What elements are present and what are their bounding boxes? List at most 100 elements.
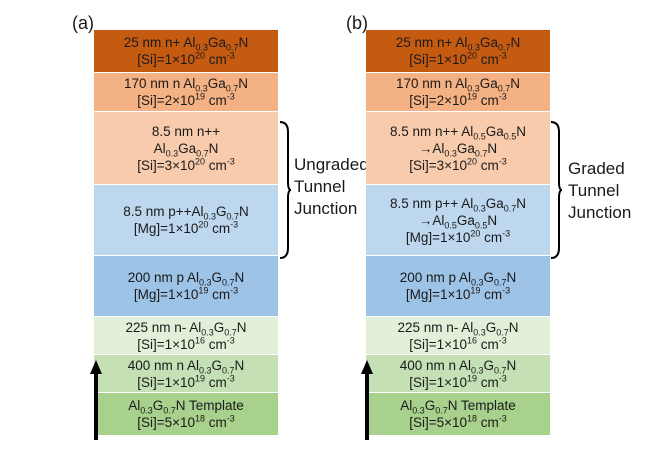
- layer-text: [Si]=1×10: [409, 374, 467, 390]
- layer-text: 225 nm n- Al: [125, 319, 202, 335]
- panel-a-growth-arrow-icon: [90, 360, 102, 440]
- layer-text: G: [213, 319, 225, 335]
- layer-n-plus-plus-junction-layer: 8.5 nm n++Al0.3Ga0.7N[Si]=3×1020 cm-3: [94, 112, 278, 185]
- layer-text: 8.5 nm n++ Al: [389, 123, 474, 139]
- layer-n-contact-layer: 170 nm n Al0.3Ga0.7N[Si]=2×1019 cm-3: [94, 73, 278, 112]
- layer-n-plus-plus-junction-layer: 8.5 nm n++ Al0.5Ga0.5N→Al0.3Ga0.7N[Si]=3…: [366, 112, 550, 185]
- subscript-text: 0.7: [497, 42, 511, 53]
- superscript-text: 19: [195, 91, 206, 102]
- panel-b-junction-label-line: Junction: [568, 203, 632, 222]
- superscript-text: 19: [195, 373, 206, 383]
- layer-text-line: 170 nm n Al0.3Ga0.7N: [396, 75, 520, 94]
- layer-text: 400 nm n Al: [127, 357, 199, 373]
- layer-text: N: [234, 357, 245, 373]
- layer-text-line: [Si]=3×1020 cm-3: [409, 157, 507, 174]
- layer-text: 400 nm n Al: [399, 357, 471, 373]
- layer-text: Ga: [207, 76, 226, 91]
- subscript-text: 0.3: [195, 83, 208, 94]
- subscript-text: 0.3: [201, 327, 214, 338]
- layer-text: cm: [205, 52, 227, 67]
- subscript-text: 0.3: [471, 277, 484, 288]
- layer-text: cm: [205, 415, 227, 430]
- subscript-text: 0.7: [496, 327, 509, 338]
- layer-n-plus-cap-layer: 25 nm n+ Al0.3Ga0.7N[Si]=1×1020 cm-3: [366, 30, 550, 73]
- layer-text: N Template: [175, 398, 244, 413]
- layer-text: [Si]=1×10: [409, 52, 467, 67]
- layer-text-line: [Si]=1×1016 cm-3: [137, 336, 235, 353]
- superscript-text: 20: [195, 50, 206, 61]
- layer-text: 200 nm p Al: [399, 270, 471, 285]
- subscript-text: 0.3: [165, 148, 179, 159]
- superscript-text: -3: [226, 373, 235, 383]
- layer-n-layer: 400 nm n Al0.3G0.7N[Si]=1×1019 cm-3: [94, 355, 278, 393]
- subscript-text: 0.3: [199, 365, 212, 376]
- layer-text: N: [506, 270, 517, 285]
- layer-text: 8.5 nm n++: [151, 123, 221, 139]
- superscript-text: -3: [498, 156, 507, 166]
- layer-text-line: [Si]=1×1020 cm-3: [137, 51, 235, 68]
- subscript-text: 0.7: [497, 83, 511, 94]
- superscript-text: -3: [230, 285, 239, 296]
- layer-text-line: 25 nm n+ Al0.3Ga0.7N: [124, 34, 249, 52]
- superscript-text: 19: [198, 285, 209, 296]
- layer-text-line: 400 nm n Al0.3G0.7N: [399, 357, 517, 375]
- superscript-text: -3: [230, 219, 239, 230]
- superscript-text: 16: [195, 335, 206, 345]
- superscript-text: 20: [195, 156, 206, 166]
- superscript-text: 20: [198, 219, 209, 230]
- layer-text-line: 8.5 nm n++: [152, 123, 220, 140]
- layer-text: G: [211, 270, 223, 285]
- layer-text-line: Al0.3G0.7N Template: [400, 397, 516, 416]
- layer-text-line: 200 nm p Al0.3G0.7N: [399, 269, 517, 288]
- layer-text: G: [152, 398, 164, 413]
- layer-text-line: [Mg]=1×1019 cm-3: [406, 286, 510, 303]
- layer-text: cm: [205, 157, 227, 173]
- subscript-text: 0.3: [467, 42, 480, 53]
- layer-text: [Si]=5×10: [409, 415, 467, 430]
- layer-text-line: [Si]=5×1018 cm-3: [409, 414, 507, 431]
- superscript-text: -3: [498, 413, 507, 424]
- layer-text: Ga: [178, 140, 197, 156]
- layer-text: N Template: [447, 398, 516, 413]
- subscript-text: 0.5: [474, 220, 488, 231]
- layer-text: Ga: [456, 212, 475, 228]
- superscript-text: -3: [498, 91, 507, 102]
- layer-text: [Si]=1×10: [409, 336, 467, 352]
- panel-a-junction-label-line: Ungraded: [294, 155, 369, 174]
- subscript-text: 0.5: [503, 131, 517, 142]
- layer-p-plus-plus-junction-layer: 8.5 nm p++ Al0.3Ga0.7N→Al0.5Ga0.5N[Mg]=1…: [366, 185, 550, 256]
- layer-text: N: [238, 35, 249, 50]
- layer-text: G: [483, 270, 495, 285]
- panel-b-junction-label-line: Graded: [568, 159, 625, 178]
- layer-text: cm: [477, 157, 499, 173]
- layer-text: →Al: [418, 212, 445, 228]
- layer-text: [Si]=1×10: [137, 374, 195, 390]
- superscript-text: 20: [470, 228, 481, 238]
- layer-text: [Si]=5×10: [137, 415, 195, 430]
- layer-text-line: [Si]=1×1019 cm-3: [137, 374, 235, 391]
- panel-b-junction-label: Graded Tunnel Junction: [568, 158, 631, 224]
- layer-text: [Si]=2×10: [137, 93, 195, 108]
- layer-text: G: [483, 357, 495, 373]
- superscript-text: -3: [498, 373, 507, 383]
- layer-text-line: Al0.3Ga0.7N: [154, 140, 219, 159]
- layer-p-layer: 200 nm p Al0.3G0.7N[Mg]=1×1019 cm-3: [366, 256, 550, 317]
- subscript-text: 0.3: [199, 277, 212, 288]
- layer-text-line: [Si]=1×1019 cm-3: [409, 374, 507, 391]
- layer-text: cm: [205, 336, 227, 352]
- layer-text: Ga: [479, 35, 498, 50]
- panel-b-growth-arrow-icon: [361, 360, 373, 440]
- layer-text: cm: [208, 287, 231, 302]
- layer-text-line: →Al0.3Ga0.7N: [419, 140, 497, 158]
- layer-template-layer: Al0.3G0.7N Template[Si]=5×1018 cm-3: [94, 393, 278, 435]
- layer-text: G: [485, 319, 497, 335]
- superscript-text: 19: [467, 373, 478, 383]
- layer-text-line: [Si]=1×1016 cm-3: [409, 336, 507, 353]
- layer-text-line: [Mg]=1×1019 cm-3: [134, 286, 238, 303]
- layer-p-plus-plus-junction-layer: 8.5 nm p++Al0.3G0.7N[Mg]=1×1020 cm-3: [94, 185, 278, 256]
- subscript-text: 0.3: [412, 405, 425, 416]
- panel-b-layer-stack: 25 nm n+ Al0.3Ga0.7N[Si]=1×1020 cm-3 170 …: [366, 30, 550, 435]
- layer-text-line: 225 nm n- Al0.3G0.7N: [397, 319, 518, 338]
- layer-text: N: [516, 195, 527, 211]
- subscript-text: 0.7: [226, 211, 240, 222]
